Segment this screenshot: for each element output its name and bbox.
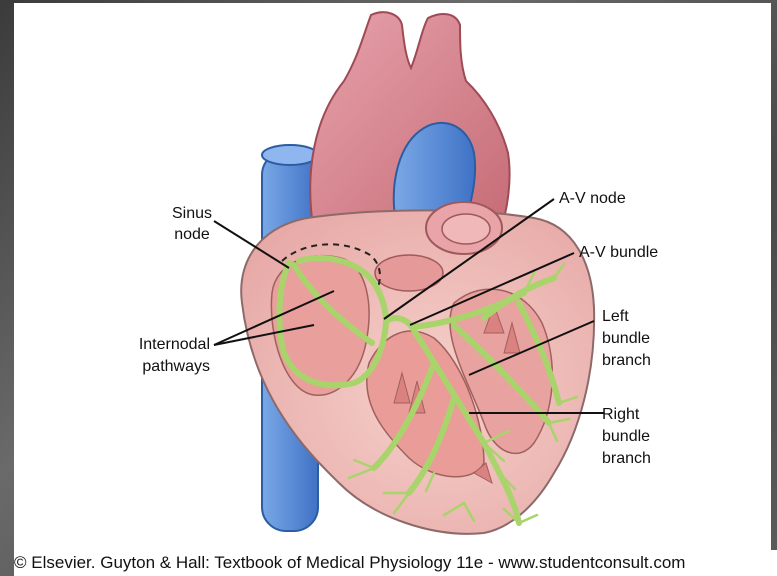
label-right-bundle-line2: bundle: [602, 428, 650, 445]
label-left-bundle-line3: branch: [602, 352, 651, 369]
label-right-bundle-line3: branch: [602, 450, 651, 467]
heart-conduction-diagram: Sinus node Internodal pathways A-V node …: [14, 3, 771, 576]
label-internodal-line2: pathways: [142, 358, 210, 375]
slide-canvas: Sinus node Internodal pathways A-V node …: [14, 3, 771, 576]
label-internodal-line1: Internodal: [139, 336, 210, 353]
copyright-credit: © Elsevier. Guyton & Hall: Textbook of M…: [14, 550, 777, 576]
label-av-bundle: A-V bundle: [579, 244, 658, 261]
label-right-bundle-line1: Right: [602, 406, 640, 423]
label-left-bundle-line1: Left: [602, 308, 629, 325]
label-av-node: A-V node: [559, 190, 626, 207]
label-sinus-node-line2: node: [174, 226, 210, 243]
label-left-bundle-line2: bundle: [602, 330, 650, 347]
valve-inner: [442, 214, 490, 244]
label-sinus-node-line1: Sinus: [172, 205, 212, 222]
